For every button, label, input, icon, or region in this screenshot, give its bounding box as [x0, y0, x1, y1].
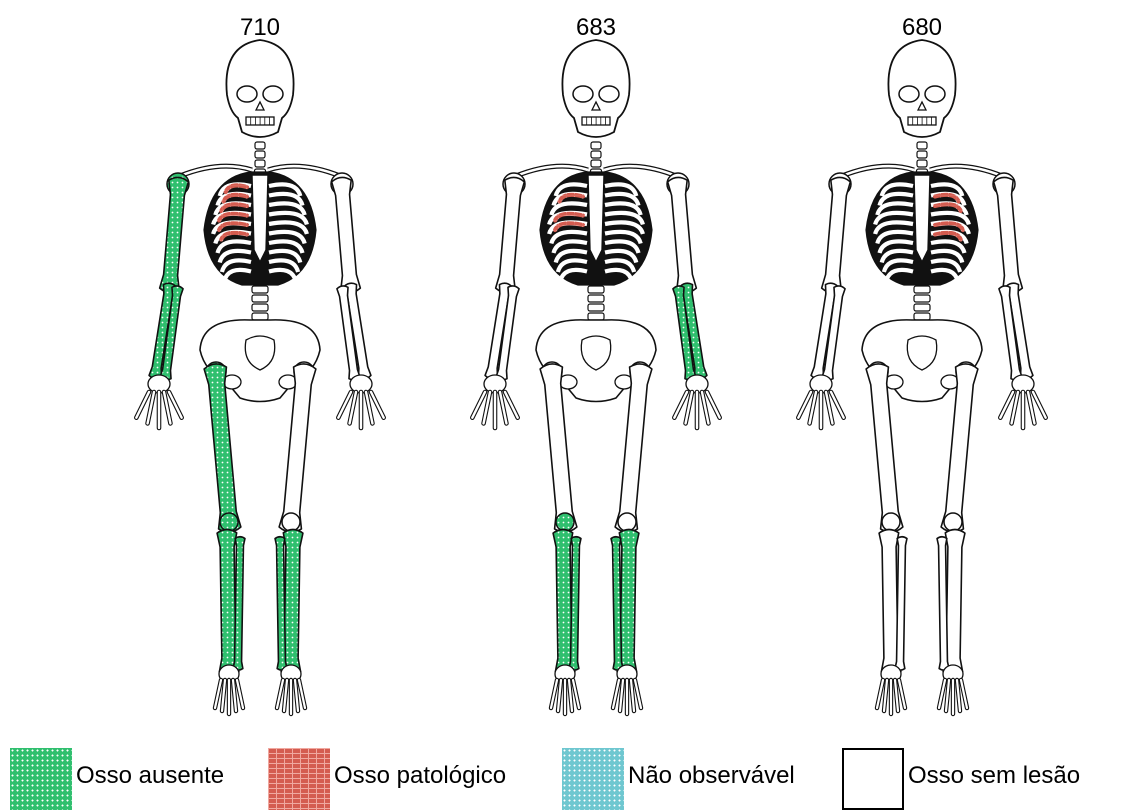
finger-inner [338, 392, 351, 418]
finger-inner [169, 392, 182, 418]
skeleton-diagram [446, 0, 746, 740]
eye-socket-left [263, 86, 283, 102]
vertebra [588, 295, 604, 302]
legend-swatch-not-observable [562, 748, 624, 810]
vertebra [255, 151, 265, 158]
eye-socket-right [237, 86, 257, 102]
skeleton-figure-680: 680 [772, 0, 1072, 740]
vertebra [252, 295, 268, 302]
skeleton-diagram [110, 0, 410, 740]
vertebra [588, 304, 604, 311]
vertebra [914, 286, 930, 293]
humerus-left [332, 177, 361, 292]
patella-right [882, 513, 900, 531]
vertebra [914, 313, 930, 320]
legend-label-no-lesion: Osso sem lesão [908, 762, 1080, 790]
finger-inner [674, 392, 687, 418]
vertebra [591, 142, 601, 149]
foot-right [215, 665, 243, 714]
eye-socket-left [925, 86, 945, 102]
vertebra [591, 160, 601, 167]
humerus-left [994, 177, 1023, 292]
patella-left [618, 513, 636, 531]
skeleton-figure-710: 710 [110, 0, 410, 740]
patella-right [220, 513, 238, 531]
legend-label-absent: Osso ausente [76, 762, 224, 790]
vertebra [255, 160, 265, 167]
legend-swatch-pathological [268, 748, 330, 810]
legend-label-not-observable: Não observável [628, 762, 795, 790]
hand-right [798, 375, 843, 428]
legend-label-pathological: Osso patológico [334, 762, 506, 790]
vertebra [917, 142, 927, 149]
finger-inner [472, 392, 485, 418]
vertebra [914, 295, 930, 302]
vertebra [255, 142, 265, 149]
finger-inner [1033, 392, 1046, 418]
foot-left [277, 665, 305, 714]
vertebra [252, 286, 268, 293]
foot-right [551, 665, 579, 714]
vertebra [588, 286, 604, 293]
foot-left [613, 665, 641, 714]
vertebra [591, 151, 601, 158]
hand-left [1000, 375, 1045, 428]
patella-left [944, 513, 962, 531]
humerus-right [160, 177, 189, 292]
humerus-right [822, 177, 851, 292]
finger-inner [798, 392, 811, 418]
finger-inner [707, 392, 720, 418]
finger-inner [505, 392, 518, 418]
legend-swatch-absent [10, 748, 72, 810]
vertebra [917, 151, 927, 158]
vertebra [588, 313, 604, 320]
hand-left [674, 375, 719, 428]
hand-right [472, 375, 517, 428]
eye-socket-right [899, 86, 919, 102]
eye-socket-right [573, 86, 593, 102]
patella-left [282, 513, 300, 531]
foot-right [877, 665, 905, 714]
sternum [252, 175, 268, 262]
sternum [588, 175, 604, 262]
hand-right [136, 375, 181, 428]
skeleton-diagram [772, 0, 1072, 740]
patella-right [556, 513, 574, 531]
vertebra [252, 304, 268, 311]
foot-left [939, 665, 967, 714]
vertebra [917, 160, 927, 167]
finger-inner [1000, 392, 1013, 418]
vertebra [914, 304, 930, 311]
vertebra [252, 313, 268, 320]
humerus-left [668, 177, 697, 292]
legend-swatch-no-lesion [842, 748, 904, 810]
finger-inner [371, 392, 384, 418]
finger-inner [136, 392, 149, 418]
finger-inner [831, 392, 844, 418]
skeleton-figure-683: 683 [446, 0, 746, 740]
eye-socket-left [599, 86, 619, 102]
sternum [914, 175, 930, 262]
legend: Osso ausente Osso patológico Não observá… [0, 740, 1122, 810]
hand-left [338, 375, 383, 428]
humerus-right [496, 177, 525, 292]
